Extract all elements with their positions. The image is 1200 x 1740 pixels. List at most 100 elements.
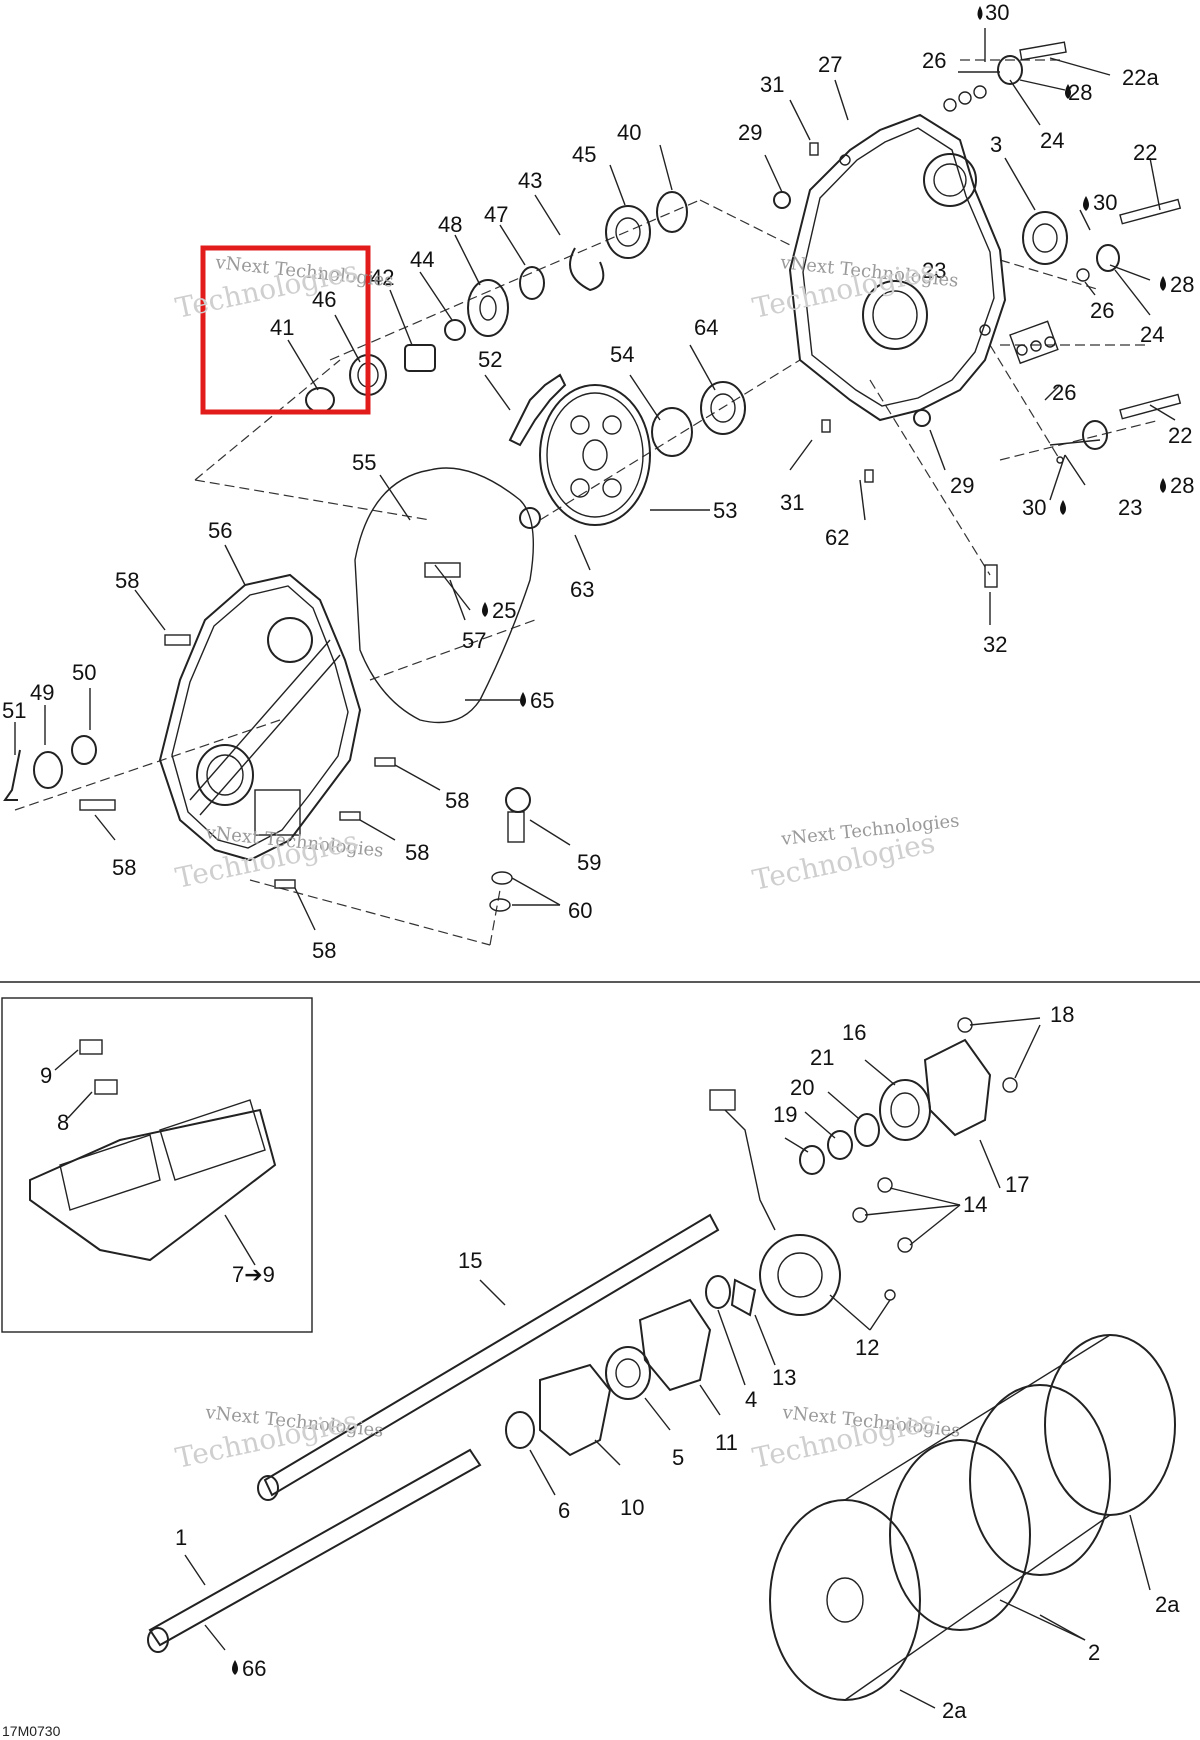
callout-30b: 30 xyxy=(1093,190,1117,215)
fasteners-right xyxy=(773,41,1182,588)
callout-29b: 29 xyxy=(950,473,974,498)
callout-29: 29 xyxy=(738,120,762,145)
callout-48: 48 xyxy=(438,212,462,237)
callout-24: 24 xyxy=(1040,128,1064,153)
callout-25: 25 xyxy=(492,598,516,623)
callout-49: 49 xyxy=(30,680,54,705)
callout-15: 15 xyxy=(458,1248,482,1273)
callout-1: 1 xyxy=(175,1525,187,1550)
callout-26b: 26 xyxy=(1090,298,1114,323)
callout-28c: 28 xyxy=(1170,473,1194,498)
callouts-bottom: 18 16 21 20 19 9 8 17 14 7➔9 15 12 13 4 … xyxy=(40,1002,1180,1723)
callout-12: 12 xyxy=(855,1335,879,1360)
gasket-o-ring xyxy=(354,467,534,724)
chaincase-cover-front xyxy=(158,573,362,862)
callout-23b: 23 xyxy=(1118,495,1142,520)
track-inset xyxy=(1,997,313,1333)
callout-18: 18 xyxy=(1050,1002,1074,1027)
callout-51: 51 xyxy=(2,698,26,723)
callout-28b: 28 xyxy=(1170,272,1194,297)
callout-2a-b: 2a xyxy=(942,1698,967,1723)
watermarks: vNext Technologies Technologies vNext Te… xyxy=(173,252,962,1475)
callout-32: 32 xyxy=(983,632,1007,657)
callout-53: 53 xyxy=(713,498,737,523)
callouts-top: 30 27 26 22a 28 31 29 24 3 30 22 45 40 4… xyxy=(2,0,1194,963)
callout-28: 28 xyxy=(1068,80,1092,105)
callout-60: 60 xyxy=(568,898,592,923)
callout-13: 13 xyxy=(772,1365,796,1390)
callout-5: 5 xyxy=(672,1445,684,1470)
callout-31b: 31 xyxy=(780,490,804,515)
callout-30: 30 xyxy=(985,0,1009,25)
callout-46: 46 xyxy=(312,287,336,312)
bearing-flanges xyxy=(505,1017,1018,1457)
callout-21: 21 xyxy=(810,1045,834,1070)
leader-lines-bottom xyxy=(54,1017,1151,1709)
callout-50: 50 xyxy=(72,660,96,685)
callout-66: 66 xyxy=(242,1656,266,1681)
callout-26: 26 xyxy=(922,48,946,73)
drop-icon xyxy=(520,692,526,707)
callout-16: 16 xyxy=(842,1020,866,1045)
callout-3: 3 xyxy=(990,132,1002,157)
callout-58e: 58 xyxy=(312,938,336,963)
callout-2a: 2a xyxy=(1155,1592,1180,1617)
callout-31: 31 xyxy=(760,72,784,97)
callout-10: 10 xyxy=(620,1495,644,1520)
small-sprocket xyxy=(467,279,509,337)
callout-58: 58 xyxy=(115,568,139,593)
drop-icon xyxy=(1065,84,1071,99)
drop-icon xyxy=(232,1660,238,1675)
assembly-axis-lines xyxy=(14,59,1161,946)
callout-59: 59 xyxy=(577,850,601,875)
drop-icon xyxy=(1060,500,1066,515)
callout-2: 2 xyxy=(1088,1640,1100,1665)
callout-43: 43 xyxy=(518,168,542,193)
callout-63: 63 xyxy=(570,577,594,602)
callout-26c: 26 xyxy=(1052,380,1076,405)
leader-lines-top xyxy=(14,28,1176,931)
callout-44: 44 xyxy=(410,247,434,272)
callout-8: 8 xyxy=(57,1110,69,1135)
upper-shaft-parts xyxy=(305,191,1068,529)
callout-22a: 22a xyxy=(1122,65,1159,90)
callout-41: 41 xyxy=(270,315,294,340)
callout-7to9: 7➔9 xyxy=(232,1262,275,1287)
drop-icon xyxy=(1160,478,1166,493)
callout-27: 27 xyxy=(818,52,842,77)
callout-20: 20 xyxy=(790,1075,814,1100)
chaincase-housing-rear xyxy=(788,113,1007,422)
callout-58c: 58 xyxy=(405,840,429,865)
lubricant-drop-icons xyxy=(482,6,1166,707)
callout-52: 52 xyxy=(478,347,502,372)
large-sprocket xyxy=(539,384,651,526)
callout-22: 22 xyxy=(1133,140,1157,165)
callout-6: 6 xyxy=(558,1498,570,1523)
drop-icon xyxy=(1083,196,1089,211)
callout-4: 4 xyxy=(745,1387,757,1412)
callout-42: 42 xyxy=(370,265,394,290)
callout-65: 65 xyxy=(530,688,554,713)
callout-23: 23 xyxy=(922,258,946,283)
callout-24b: 24 xyxy=(1140,322,1164,347)
diagram-code: 17M0730 xyxy=(2,1723,61,1739)
drive-chain xyxy=(508,373,567,447)
callout-17: 17 xyxy=(1005,1172,1029,1197)
callout-45: 45 xyxy=(572,142,596,167)
drop-icon xyxy=(482,602,488,617)
highlight-box xyxy=(200,245,371,415)
callout-9: 9 xyxy=(40,1063,52,1088)
callout-14: 14 xyxy=(963,1192,987,1217)
fasteners-left xyxy=(3,562,531,912)
callout-47: 47 xyxy=(484,202,508,227)
callout-58b: 58 xyxy=(445,788,469,813)
callout-55: 55 xyxy=(352,450,376,475)
callout-30c: 30 xyxy=(1022,495,1046,520)
drop-icon xyxy=(1160,276,1166,291)
callout-62: 62 xyxy=(825,525,849,550)
callout-19: 19 xyxy=(773,1102,797,1127)
callout-58d: 58 xyxy=(112,855,136,880)
drop-icon xyxy=(977,6,983,20)
callout-56: 56 xyxy=(208,518,232,543)
